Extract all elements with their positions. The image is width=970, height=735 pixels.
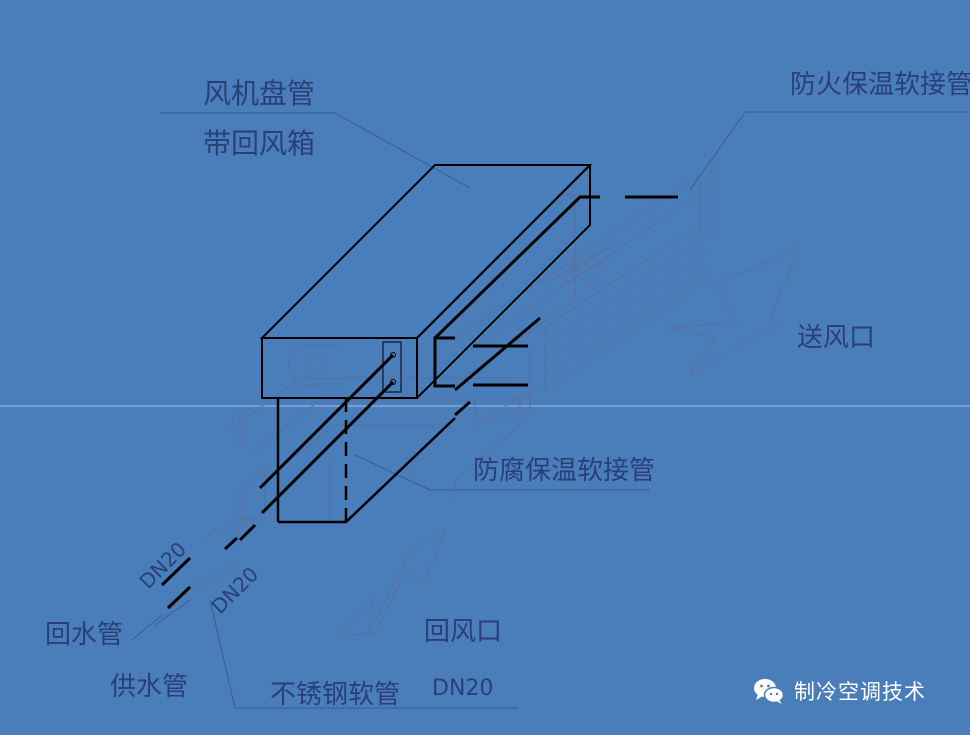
label-return-box: 带回风箱: [203, 127, 316, 160]
label-steel-hose-dn: DN20: [432, 676, 494, 701]
return-duct-outline: [229, 377, 521, 521]
fan-icon: [288, 345, 340, 386]
fan-coil-unit: [259, 164, 593, 399]
supply-collar: [433, 195, 678, 417]
watermark: 制冷空调技术: [752, 676, 926, 706]
label-return-pipe: 回水管: [45, 620, 124, 650]
label-supply-outlet: 送风口: [797, 323, 876, 353]
label-anticorrosion-hose: 防腐保温软接管: [473, 456, 656, 486]
watermark-text: 制冷空调技术: [794, 680, 926, 704]
label-steel-hose: 不锈钢软管: [270, 680, 401, 710]
return-air-box: [276, 398, 456, 524]
label-return-inlet: 回风口: [424, 617, 503, 647]
return-air-arrow: [336, 528, 446, 637]
label-supply-pipe: 供水管: [110, 672, 189, 702]
hatch-marks: [547, 245, 613, 291]
supply-duct-outline: [454, 165, 713, 426]
water-pipes: [160, 353, 395, 610]
flex-hose-zigzag: [169, 515, 255, 611]
leader-lines: [131, 111, 968, 709]
supply-air-arrow: [667, 246, 801, 376]
wechat-icon: [754, 679, 785, 704]
label-fan-coil-unit: 风机盘管: [203, 77, 316, 110]
label-fireproof-hose: 防火保温软接管: [790, 70, 970, 100]
